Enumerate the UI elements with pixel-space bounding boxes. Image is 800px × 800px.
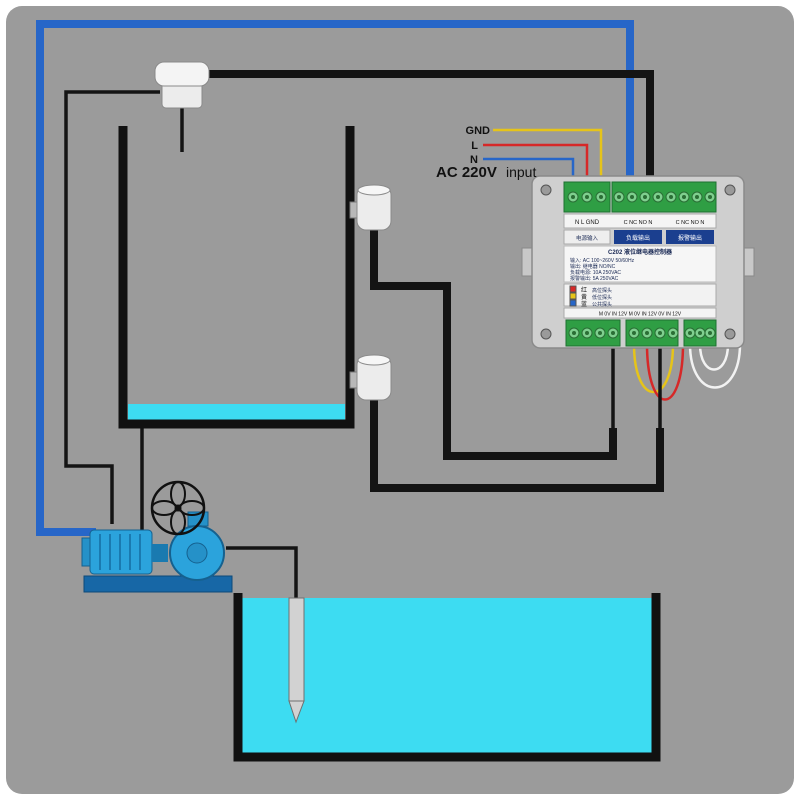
spec-line-1: 输入: AC 100~260V 50/60Hz <box>570 257 635 264</box>
coupling <box>152 544 168 562</box>
yellow-loop <box>632 343 675 393</box>
probe-row-red: 红 高位探头 <box>569 285 612 294</box>
alarm-caption-box <box>666 230 714 244</box>
alarm-terminal-labels: C NC NO N <box>676 220 705 226</box>
sensor-cap <box>357 354 391 366</box>
upper-tank-water <box>128 404 345 421</box>
live-wire <box>483 143 589 184</box>
power-labels: GND L N AC 220V input <box>436 125 536 181</box>
input-caption: 电源输入 <box>576 234 599 242</box>
red-loop <box>645 343 685 401</box>
gnd-label: GND <box>466 125 491 137</box>
suction-probe-tip <box>288 700 305 724</box>
bottom-label-strip <box>563 307 717 319</box>
white-loop-1 <box>688 343 742 389</box>
float-sensor-top <box>154 61 210 109</box>
probe-color-swatch <box>569 292 577 300</box>
pump-control-wire <box>64 90 160 524</box>
input-caption-box <box>563 229 611 245</box>
probe-row-yellow: 黄 低位探头 <box>569 292 612 301</box>
relay-caption: 负载输出 <box>626 234 650 242</box>
probe-table <box>563 283 717 307</box>
spec-line-2: 输出: 继电器 NO/NC <box>570 263 616 270</box>
control-wires <box>64 90 298 600</box>
probe-name: 蓝 <box>581 300 587 308</box>
suction-probe <box>288 597 305 702</box>
relay-terminal-labels: C NC NO N <box>624 220 653 226</box>
probe-wire-loops <box>611 343 742 430</box>
water-pump <box>81 511 233 593</box>
white-loop-2 <box>698 343 730 371</box>
sensor-cap <box>154 61 210 87</box>
terminal-label-strip <box>563 213 717 229</box>
ac-input-label-bold: AC 220V <box>436 164 497 181</box>
probe-color-swatch <box>569 285 577 293</box>
lower-tank-water <box>242 598 652 753</box>
motor-fins <box>99 534 141 570</box>
neutral-label: N <box>470 154 478 166</box>
corner-screws <box>540 184 736 340</box>
mid-sensor-cable <box>370 228 617 460</box>
probe-label: 公共探头 <box>592 301 612 308</box>
probe-name: 黄 <box>581 293 587 301</box>
fan-icon <box>150 480 206 536</box>
relay-caption-box <box>614 230 662 244</box>
gnd-wire <box>493 128 603 184</box>
lower-tank <box>233 593 661 762</box>
top-sensor-cable <box>180 70 654 179</box>
level-controller-board: N L GND C NC NO N C NC NO N 电源输入 负载输出 报警… <box>521 175 755 349</box>
float-sensor-low <box>349 354 392 401</box>
pump-base <box>83 575 233 593</box>
probe-label: 低位探头 <box>592 294 612 301</box>
upper-tank <box>118 126 355 429</box>
probe-name: 红 <box>581 286 587 294</box>
line-label: L <box>471 140 478 152</box>
bottom-terminal-labels: M 0V IN 12V M 0V IN 12V 0V IN 12V <box>599 312 682 318</box>
sensor-cap <box>357 184 391 196</box>
suction-pipe <box>226 546 298 600</box>
ac-input-label: input <box>506 164 536 180</box>
pump-hub <box>186 542 208 564</box>
top-terminal-screws <box>567 191 716 203</box>
spec-line-4: 报警输出: 5A 250VAC <box>570 275 619 282</box>
input-terminal-labels: N L GND <box>575 220 600 226</box>
lower-tank-wall <box>233 593 661 762</box>
probe-row-blue: 蓝 公共探头 <box>569 299 612 308</box>
spec-label-area <box>563 245 717 283</box>
bottom-terminal-screws <box>568 327 716 339</box>
spec-line-3: 负载电源: 10A 250VAC <box>570 269 621 276</box>
controller-title: C202 液位继电器控制器 <box>608 248 673 256</box>
float-sensor-high <box>349 184 392 231</box>
probe-color-swatch <box>569 299 577 307</box>
upper-tank-wall <box>118 126 355 429</box>
low-sensor-cable <box>370 398 664 492</box>
probe-label: 高位探头 <box>592 287 612 294</box>
alarm-caption: 报警输出 <box>678 234 702 242</box>
sensor-black-cables <box>180 70 664 492</box>
